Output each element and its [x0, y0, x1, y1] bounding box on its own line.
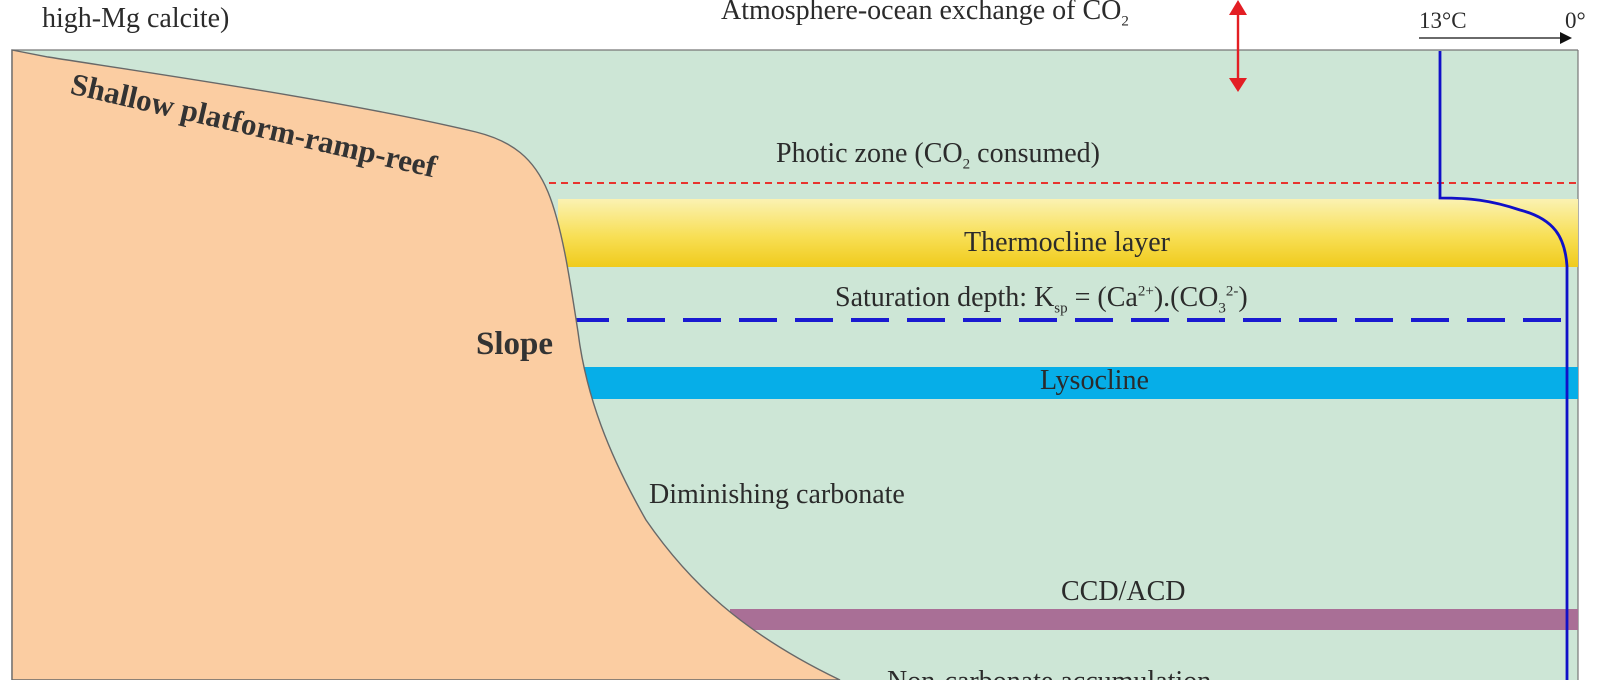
saturation-prefix: Saturation depth: K	[835, 282, 1055, 313]
photic-zone-prefix: Photic zone (CO	[776, 138, 963, 169]
non-carbonate-label: Non-carbonate accumulation	[887, 668, 1211, 680]
temperature-start-label: 13°C	[1419, 8, 1467, 33]
diminishing-carbonate-label: Diminishing carbonate	[649, 479, 905, 510]
photic-zone-label: Photic zone (CO2 consumed)	[776, 138, 1100, 173]
calcium-superscript: 2+	[1137, 283, 1154, 300]
saturation-suffix: )	[1238, 282, 1248, 313]
atmosphere-exchange-subscript: 2	[1121, 13, 1129, 30]
lysocline-band	[584, 367, 1578, 399]
photic-zone-suffix: consumed)	[970, 138, 1100, 169]
platform-shape	[11, 49, 841, 680]
exchange-arrow-down-icon	[1229, 78, 1247, 92]
carbonate-superscript: 2-	[1225, 283, 1239, 300]
exchange-arrow-up-icon	[1229, 0, 1247, 15]
lysocline-label: Lysocline	[1040, 365, 1149, 396]
saturation-depth-label: Saturation depth: Ksp = (Ca2+).(CO32-)	[835, 282, 1248, 317]
saturation-middle-one: = (Ca	[1067, 282, 1138, 313]
thermocline-label: Thermocline layer	[964, 227, 1171, 258]
temperature-end-label: 0°	[1565, 8, 1586, 33]
temperature-profile	[1438, 51, 1569, 680]
saturation-middle-two: ).(CO	[1153, 282, 1219, 313]
carbonate-subscript: 3	[1218, 300, 1226, 317]
atmosphere-exchange-label: Atmosphere-ocean exchange of CO2	[721, 0, 1129, 29]
ccd-label: CCD/ACD	[1061, 576, 1186, 607]
slope-label: Slope	[476, 326, 554, 362]
thermocline-band	[558, 199, 1578, 267]
ccd-band	[730, 609, 1578, 630]
photic-zone-subscript: 2	[962, 156, 971, 173]
atmosphere-exchange-text: Atmosphere-ocean exchange of CO	[721, 0, 1122, 26]
ksp-subscript: sp	[1054, 300, 1068, 317]
header-left-text: high-Mg calcite)	[42, 3, 230, 34]
